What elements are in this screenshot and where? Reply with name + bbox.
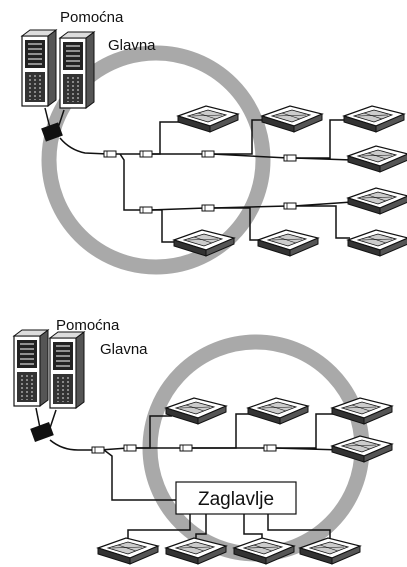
indoor-unit [247, 397, 309, 425]
diagram-bottom: Zaglavlje Pomoćna Glavna [13, 317, 393, 565]
label-main-unit-bottom: Glavna [100, 341, 148, 358]
piping-connector-bottom [30, 422, 54, 442]
outdoor-unit-secondary-bottom [13, 329, 49, 407]
indoor-unit [331, 397, 393, 425]
indoor-unit [257, 229, 319, 257]
diagram-top: Pomoćna Glavna [21, 9, 407, 275]
indoor-unit [347, 187, 407, 215]
indoor-units-top [173, 105, 407, 257]
indoor-unit [343, 105, 405, 133]
label-secondary-unit-top: Pomoćna [60, 9, 124, 26]
indoor-unit [347, 229, 407, 257]
indoor-unit [331, 435, 393, 463]
outdoor-unit-main-bottom [49, 331, 85, 409]
indoor-unit [165, 397, 227, 425]
header-box: Zaglavlje [175, 481, 297, 515]
indoor-unit [261, 105, 323, 133]
outdoor-unit-main-top [59, 31, 95, 109]
piping-bottom [49, 413, 343, 542]
label-secondary-unit-bottom: Pomoćna [56, 317, 120, 334]
label-main-unit-top: Glavna [108, 37, 156, 54]
indoor-unit [347, 145, 407, 173]
range-ring-top [41, 45, 271, 275]
outdoor-unit-secondary-top [21, 29, 57, 107]
indoor-unit [177, 105, 239, 133]
piping-top [59, 119, 353, 243]
header-label: Zaglavlje [198, 489, 274, 510]
piping-connector-top [41, 122, 63, 142]
indoor-unit [97, 537, 159, 565]
indoor-units-bottom [97, 397, 393, 565]
